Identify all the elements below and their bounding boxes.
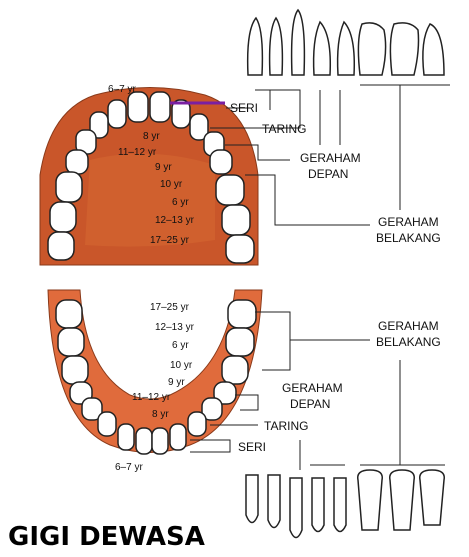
upper-type-labels: SERI TARING GERAHAM DEPAN GERAHAM BELAKA… (230, 101, 441, 245)
upper-age-label: 10 yr (160, 179, 183, 190)
type-label-depan: DEPAN (308, 167, 348, 181)
type-label-geraham: GERAHAM (378, 319, 439, 333)
lower-leader-lines (190, 311, 445, 470)
type-label-geraham: GERAHAM (300, 151, 361, 165)
type-label-geraham: GERAHAM (378, 215, 439, 229)
upper-age-labels: 6–7 yr 8 yr 11–12 yr 9 yr 10 yr 6 yr 12–… (108, 84, 195, 246)
type-label-geraham: GERAHAM (282, 381, 343, 395)
type-label-taring: TARING (262, 122, 306, 136)
type-label-seri: SERI (230, 101, 258, 115)
lower-age-label: 6–7 yr (115, 462, 143, 473)
title: GIGI DEWASA (8, 522, 205, 552)
upper-age-label: 11–12 yr (118, 147, 157, 158)
lower-age-label: 17–25 yr (150, 302, 190, 313)
lower-jaw-icon (47, 289, 263, 455)
type-label-depan: DEPAN (290, 397, 330, 411)
lower-age-label: 11–12 yr (132, 392, 171, 403)
upper-age-label: 6–7 yr (108, 84, 136, 95)
lower-age-label: 12–13 yr (155, 322, 195, 333)
lower-type-labels: GERAHAM BELAKANG GERAHAM DEPAN TARING SE… (238, 319, 441, 454)
type-label-seri: SERI (238, 440, 266, 454)
lower-age-label: 10 yr (170, 360, 193, 371)
type-label-belakang: BELAKANG (376, 231, 441, 245)
upper-leader-lines (210, 84, 450, 226)
type-label-belakang: BELAKANG (376, 335, 441, 349)
upper-age-label: 17–25 yr (150, 235, 190, 246)
tooth-profile-icon (246, 8, 445, 76)
upper-jaw-icon (39, 87, 259, 266)
lower-age-label: 6 yr (172, 340, 189, 351)
tooth-profile-icon (245, 469, 445, 539)
lower-age-labels: 17–25 yr 12–13 yr 6 yr 10 yr 9 yr 11–12 … (115, 302, 195, 473)
upper-age-label: 8 yr (143, 131, 160, 142)
lower-age-label: 9 yr (168, 377, 185, 388)
type-label-taring: TARING (264, 419, 308, 433)
lower-age-label: 8 yr (152, 409, 169, 420)
upper-age-label: 9 yr (155, 162, 172, 173)
upper-age-label: 6 yr (172, 197, 189, 208)
upper-age-label: 12–13 yr (155, 215, 195, 226)
